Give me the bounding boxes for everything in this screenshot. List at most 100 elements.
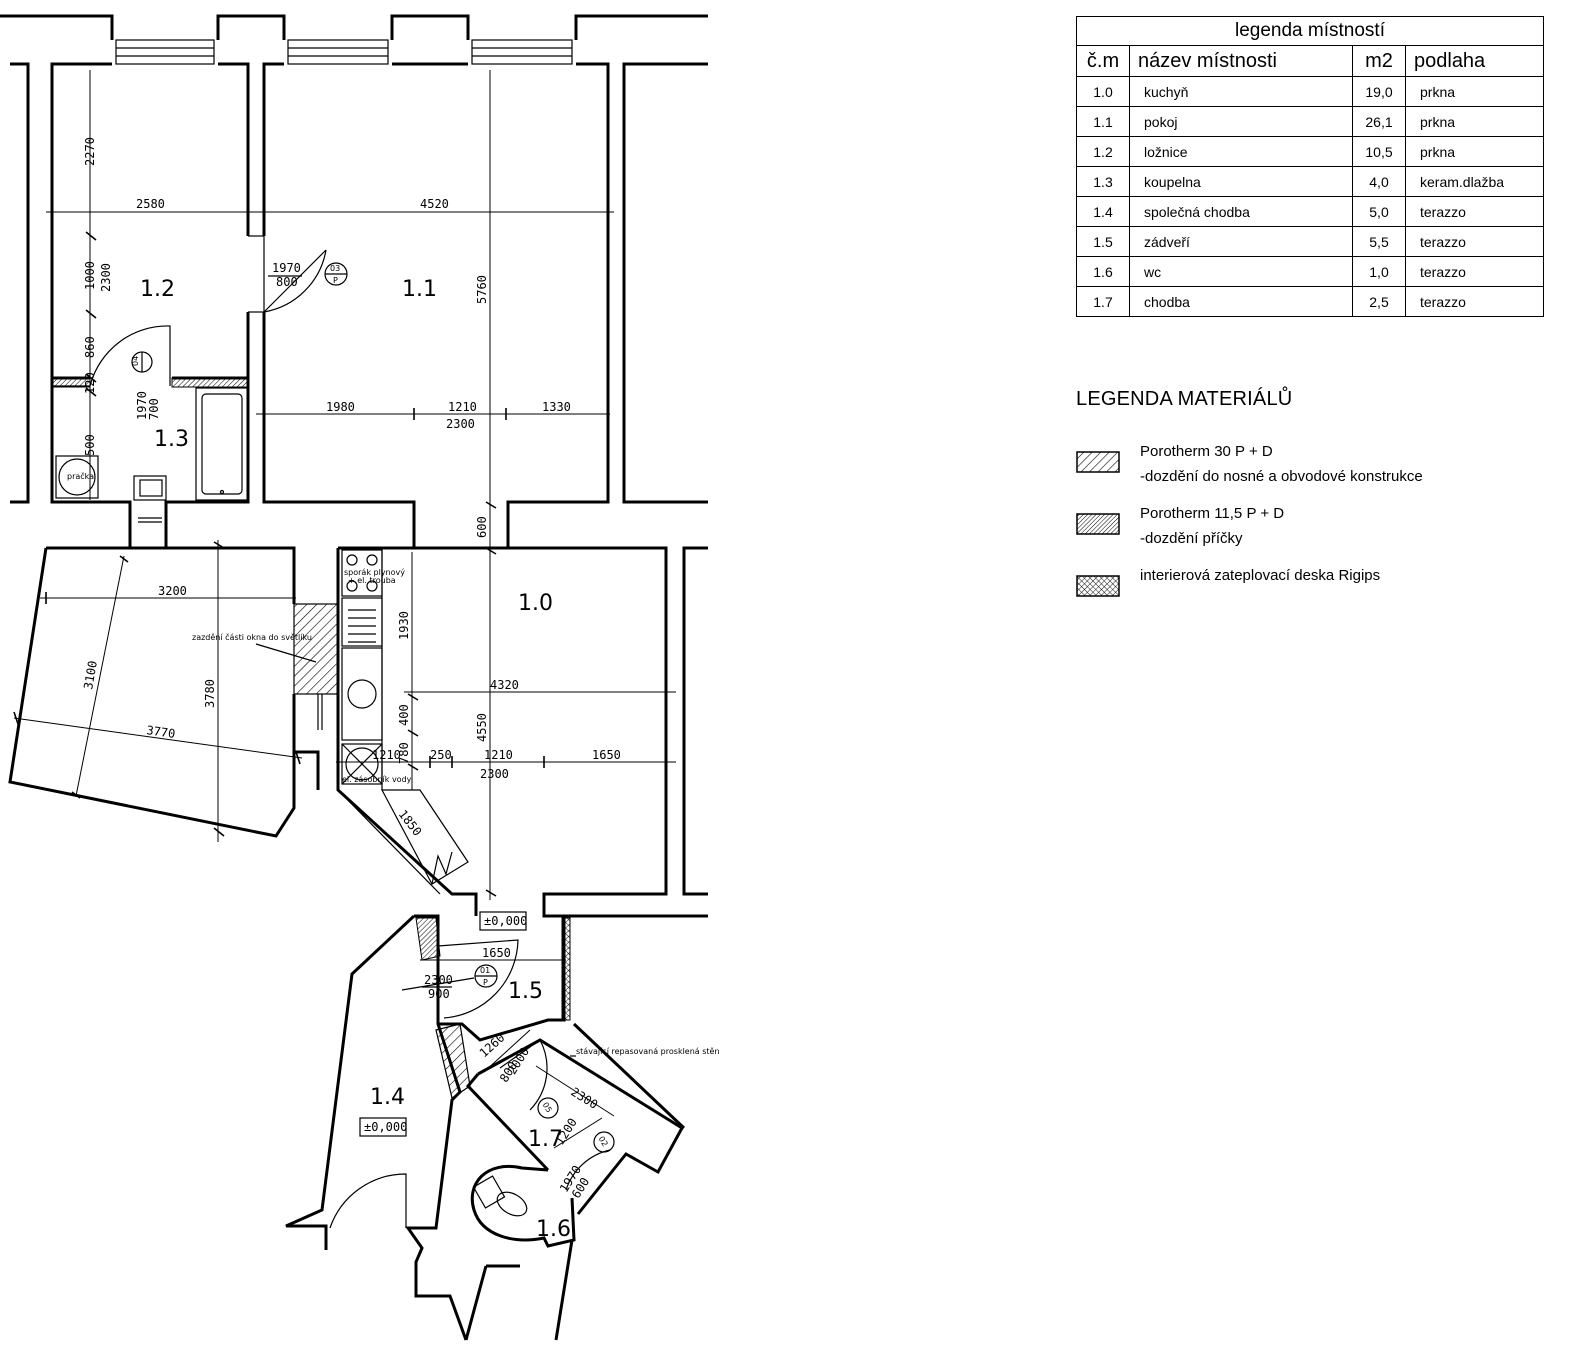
door-03-height: 1970 (272, 261, 301, 275)
room-number: 1.0 (1076, 76, 1130, 107)
door-07: 2000 800 (497, 1039, 548, 1111)
material-name: Porotherm 11,5 P + D (1140, 505, 1285, 522)
note-window-infill: zazdění části okna do světlíku (192, 632, 312, 642)
door-02-number: 02 (597, 1135, 610, 1148)
dim-4320: 4320 (490, 678, 519, 692)
washer-label: pračka (67, 471, 94, 481)
level-mark-b: ±0,000 (364, 1120, 407, 1134)
door-04-width: 700 (147, 398, 161, 420)
crosshatch-swatch-icon (1076, 575, 1120, 597)
room-floor: terazzo (1405, 256, 1544, 287)
table-row: 1.0 kuchyň 19,0 prkna (1076, 76, 1544, 107)
room-1-3-label: 1.3 (154, 427, 189, 452)
door-05: 05 (537, 1097, 559, 1119)
room-legend-title: legenda místností (1076, 16, 1544, 46)
door-05-number: 05 (541, 1101, 554, 1114)
stove: sporák plynový + el. trouba el. zásobník… (341, 549, 412, 790)
walls-kitchen (336, 546, 708, 918)
dim-860: 860 (83, 336, 97, 358)
header-floor: podlaha (1405, 45, 1544, 77)
walls-living-room (248, 62, 708, 548)
room-area: 10,5 (1352, 136, 1406, 167)
list-item: Porotherm 30 P + D -dozdění do nosné a o… (1076, 439, 1556, 501)
toilet (472, 1175, 528, 1217)
room-number: 1.3 (1076, 166, 1130, 197)
door-04-height: 1970 (135, 391, 149, 420)
dim-1000: 1000 (83, 261, 97, 290)
dim-500: 500 (83, 434, 97, 456)
dim-250: 250 (430, 748, 452, 762)
room-area: 5,5 (1352, 226, 1406, 257)
washing-machine: pračka (55, 455, 99, 499)
room-1-7-label: 1.7 (528, 1127, 563, 1152)
dim-2300-d: 2300 (568, 1085, 600, 1112)
header-area: m2 (1352, 45, 1406, 77)
dim-4550: 4550 (475, 713, 489, 742)
door-03-width: 800 (276, 275, 298, 289)
room-1-6-label: 1.6 (536, 1217, 571, 1242)
door-01-type: P (483, 978, 488, 987)
room-number: 1.6 (1076, 256, 1130, 287)
level-marks: ±0,000 ±0,000 (359, 911, 527, 1137)
room-number: 1.4 (1076, 196, 1130, 227)
walls-lower (285, 914, 686, 1341)
stove-label-2: + el. trouba (348, 576, 396, 585)
boiler-label: el. zásobník vody (342, 775, 412, 784)
room-number: 1.1 (1076, 106, 1130, 137)
table-row: 1.5 zádveří 5,5 terazzo (1076, 226, 1544, 257)
header-room-number: č.m (1076, 45, 1130, 77)
dimension-labels: 2270 2580 4520 5760 1000 2300 860 120 50… (81, 137, 621, 1147)
note-glass-wall: stávající repasovaná prosklená stěna (576, 1047, 720, 1056)
stove-label: sporák plynový (344, 568, 405, 577)
room-area: 4,0 (1352, 166, 1406, 197)
header-room-name: název místnosti (1129, 45, 1353, 77)
room-number: 1.2 (1076, 136, 1130, 167)
hatch-wide-swatch-icon (1076, 451, 1120, 473)
room-number: 1.5 (1076, 226, 1130, 257)
walls-west-room (8, 546, 339, 838)
material-name: Porotherm 30 P + D (1140, 443, 1273, 460)
door-04-number: 04 (131, 356, 140, 366)
dim-2300-b: 2300 (446, 417, 475, 431)
table-row: 1.2 ložnice 10,5 prkna (1076, 136, 1544, 167)
room-number: 1.7 (1076, 286, 1130, 317)
room-name: chodba (1129, 286, 1353, 317)
table-row: 1.3 koupelna 4,0 keram.dlažba (1076, 166, 1544, 197)
staircase (381, 789, 469, 885)
dim-1650-b: 1650 (482, 946, 511, 960)
sink (133, 475, 167, 523)
dim-3200: 3200 (158, 584, 187, 598)
dim-4520: 4520 (420, 197, 449, 211)
room-1-2-label: 1.2 (140, 277, 175, 302)
room-legend-table: legenda místností č.m název místnosti m2… (1076, 16, 1544, 317)
room-floor: prkna (1405, 136, 1544, 167)
hatch-dense-swatch-icon (1076, 513, 1120, 535)
table-row: 1.6 wc 1,0 terazzo (1076, 256, 1544, 287)
room-area: 1,0 (1352, 256, 1406, 287)
dim-1210-b: 1210 (372, 748, 401, 762)
dim-5760: 5760 (475, 275, 489, 304)
room-1-4-label: 1.4 (370, 1085, 405, 1110)
room-floor: terazzo (1405, 196, 1544, 227)
table-row: 1.7 chodba 2,5 terazzo (1076, 286, 1544, 317)
dim-2580: 2580 (136, 197, 165, 211)
door-01: 2300 900 01 P (401, 939, 519, 1019)
notes: zazdění části okna do světlíku stávající… (192, 632, 720, 1057)
material-name: interierová zateplovací deska Rigips (1140, 567, 1381, 584)
dim-1210-c: 1210 (484, 748, 513, 762)
room-floor: prkna (1405, 76, 1544, 107)
dim-1330: 1330 (542, 400, 571, 414)
door-04: 04 1970 700 (89, 325, 171, 420)
door-03: 1970 800 03 P (263, 236, 348, 313)
dim-780: 780 (397, 742, 411, 764)
room-1-1-label: 1.1 (402, 277, 437, 302)
door-01-height: 2300 (424, 973, 453, 987)
door-01-number: 01 (480, 966, 490, 975)
room-area: 5,0 (1352, 196, 1406, 227)
dim-3100: 3100 (81, 660, 100, 691)
dim-1650-a: 1650 (592, 748, 621, 762)
table-row: 1.1 pokoj 26,1 prkna (1076, 106, 1544, 137)
room-labels: 1.0 1.1 1.2 1.3 1.4 1.5 1.6 1.7 (140, 277, 571, 1242)
list-item: interierová zateplovací deska Rigips (1076, 563, 1556, 625)
list-item: Porotherm 11,5 P + D -dozdění příčky (1076, 501, 1556, 563)
